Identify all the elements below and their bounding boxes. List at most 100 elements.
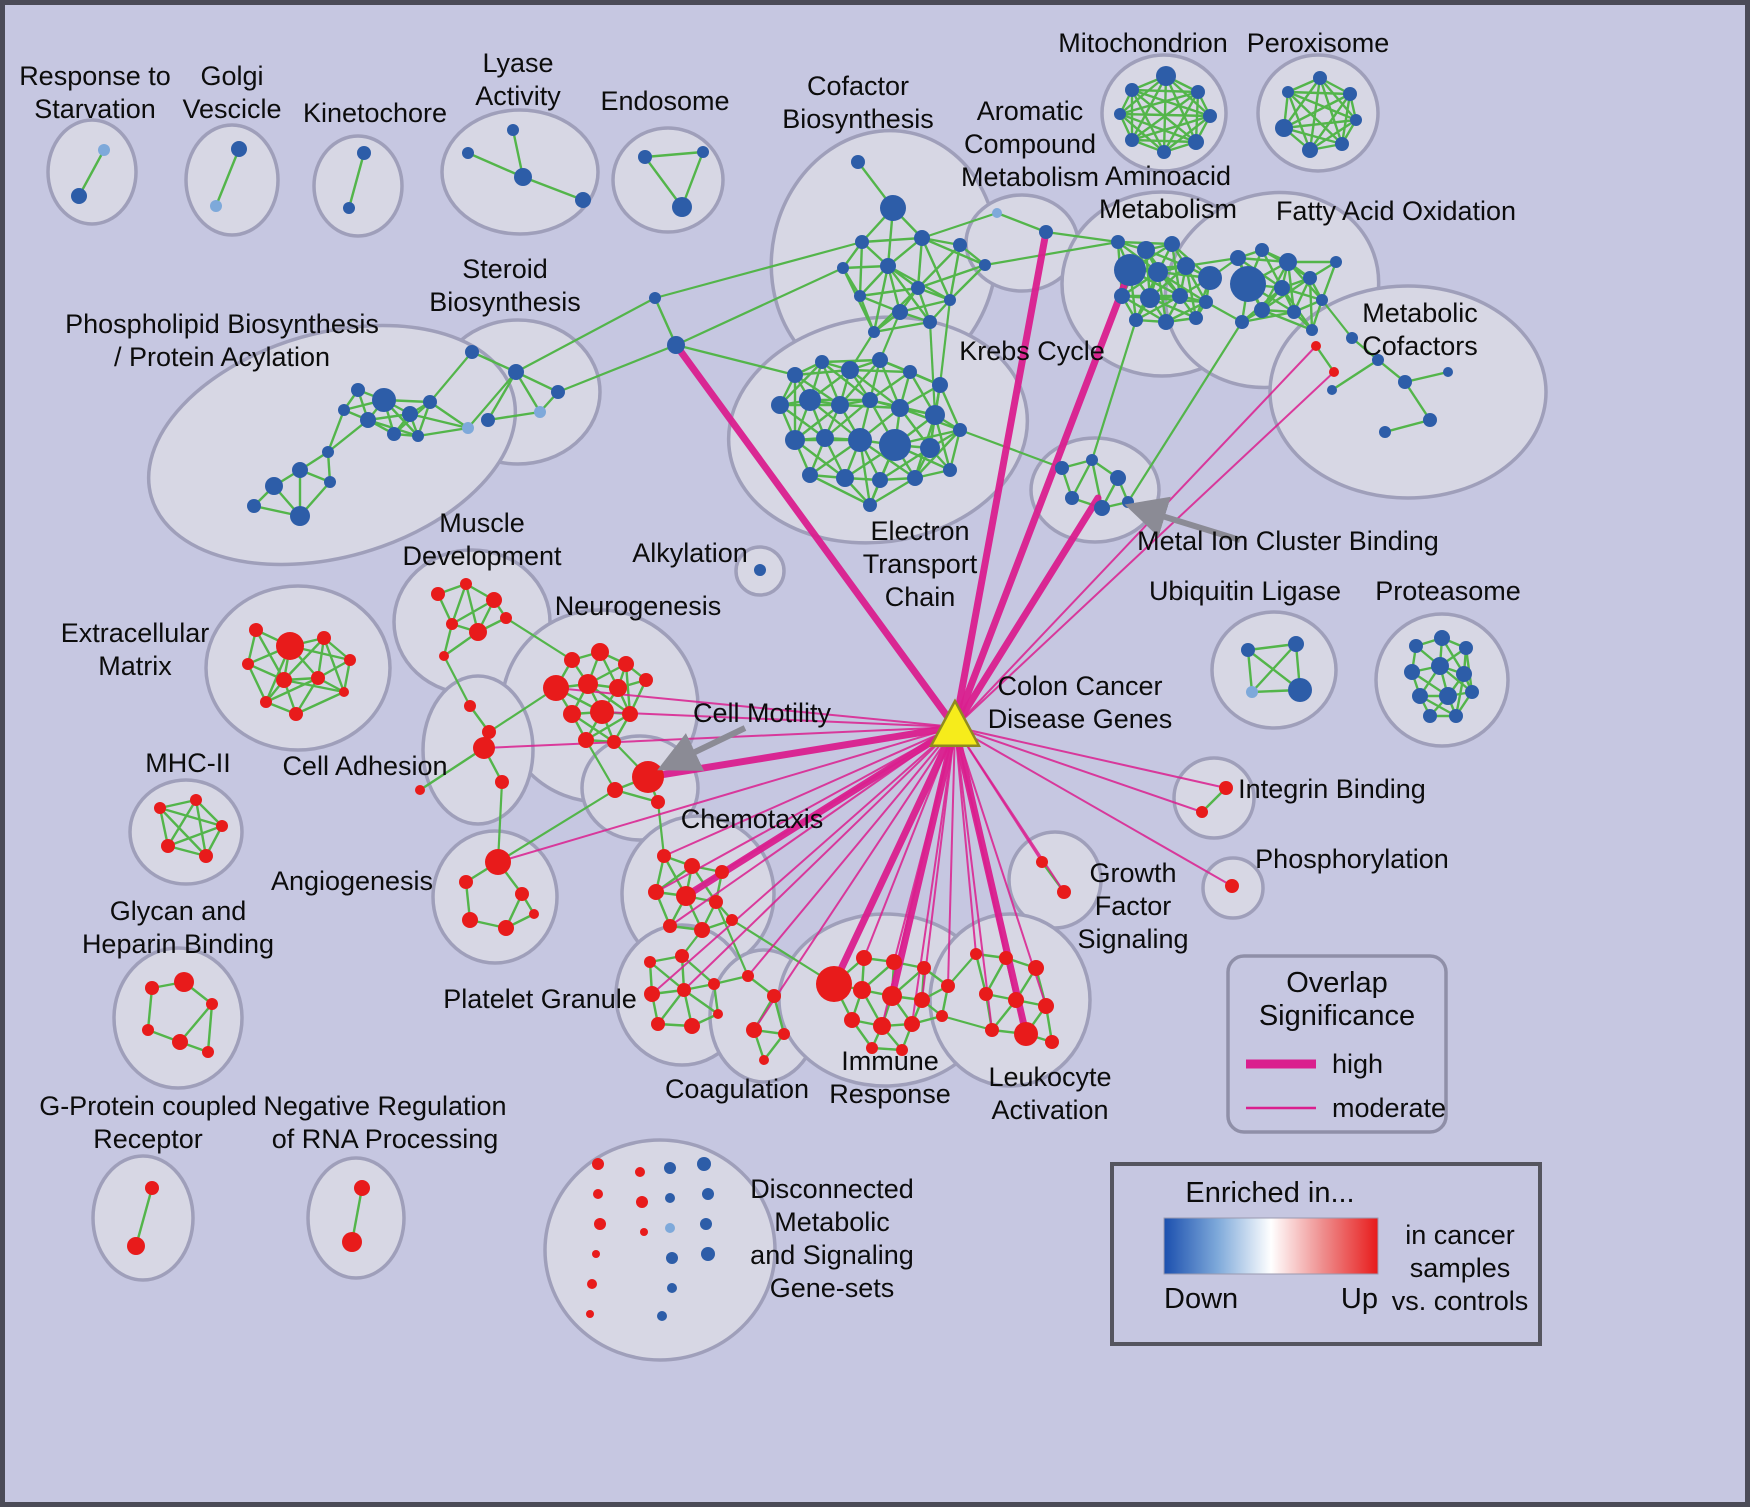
metabolic-cofactors-node	[1327, 385, 1337, 395]
immune-response-node	[882, 986, 902, 1006]
leukocyte-activation-node	[1028, 960, 1044, 976]
cofactor-biosynthesis-edge	[948, 244, 962, 301]
lyase-activity-node	[575, 192, 591, 208]
overlap-legend-box	[1226, 954, 1448, 1134]
g-protein-coupled-receptor-node	[127, 1237, 145, 1255]
phospholipid-protein-acylation-node	[292, 462, 308, 478]
aminoacid-metabolism-edge	[1135, 294, 1181, 322]
ubiquitin-ligase-node	[1288, 636, 1304, 652]
overlap-edge-moderate	[651, 726, 956, 995]
disconnected-gene-sets-ellipse	[543, 1138, 777, 1362]
golgi-vescicle-node	[231, 141, 247, 157]
electron-transport-chain-edge	[869, 371, 911, 401]
leukocyte-activation-node	[985, 1023, 999, 1037]
endosome-edge	[644, 156, 683, 208]
overlap-edge-moderate	[601, 711, 956, 728]
disconnected-gene-sets-node	[701, 1247, 715, 1261]
chemotaxis-node	[709, 895, 723, 909]
immune-response-node	[866, 1042, 878, 1054]
electron-transport-chain-node	[863, 498, 877, 512]
peroxisome-node	[1343, 87, 1357, 101]
kinetochore-node	[343, 202, 355, 214]
mitochondrion-edge	[1119, 90, 1199, 116]
disconnected-gene-sets-node	[665, 1223, 675, 1233]
inter-cluster-edge	[497, 789, 616, 863]
inter-cluster-edge	[443, 655, 471, 707]
proteasome-label: Proteasome	[1375, 576, 1521, 606]
phospholipid-protein-acylation-node	[324, 476, 336, 488]
peroxisome-node	[1275, 119, 1293, 137]
neurogenesis-node	[591, 643, 609, 661]
inter-cluster-edge	[656, 801, 666, 857]
mhc-ii-edge	[194, 799, 208, 857]
g-protein-coupled-receptor-node	[145, 1181, 159, 1195]
disconnected-gene-sets-node	[640, 1228, 648, 1236]
disconnected-gene-sets-node	[666, 1252, 678, 1264]
angiogenesis-label: Angiogenesis	[271, 866, 433, 896]
annotation-arrow	[1124, 496, 1241, 543]
neurogenesis-edge	[624, 663, 632, 715]
leukocyte-activation-node	[1038, 998, 1054, 1014]
mitochondrion-edge	[1194, 91, 1200, 143]
metabolic-cofactors-ellipse	[1268, 284, 1548, 500]
integrin-binding-node	[1219, 781, 1233, 795]
mitochondrion-label: Mitochondrion	[1058, 28, 1228, 58]
inter-cluster-edge	[505, 617, 573, 661]
electron-transport-chain-edge	[779, 361, 823, 406]
mhc-ii-node	[190, 794, 202, 806]
ubiquitin-ligase-node	[1241, 643, 1255, 657]
neurogenesis-node	[578, 674, 598, 694]
phospholipid-protein-acylation-edge	[326, 409, 346, 453]
kinetochore-label: Kinetochore	[303, 98, 447, 128]
cell-motility-node	[651, 795, 665, 809]
overlap-edge-moderate	[954, 726, 1227, 789]
electron-transport-chain-node	[872, 352, 888, 368]
phospholipid-protein-acylation-ellipse	[146, 323, 518, 567]
cofactor-biosynthesis-node	[923, 315, 937, 329]
coagulation-node	[767, 989, 781, 1003]
electron-transport-chain-node	[932, 377, 948, 393]
coagulation-node	[759, 1055, 769, 1065]
overlap-edge-moderate	[954, 726, 993, 1031]
growth-factor-signaling-node	[1036, 856, 1048, 868]
disconnected-gene-sets-node	[636, 1196, 648, 1208]
immune-response-node	[917, 961, 931, 975]
integrin-binding-label: Integrin Binding	[1238, 774, 1426, 804]
electron-transport-chain-node	[862, 392, 878, 408]
response-to-starvation-edge	[77, 149, 106, 197]
chemotaxis-node	[663, 919, 677, 933]
peroxisome-node	[1282, 86, 1294, 98]
metal-ion-cluster-binding-node	[1122, 496, 1134, 508]
inter-cluster-edge	[1090, 319, 1138, 461]
angiogenesis-node	[459, 875, 473, 889]
platelet-granule-node	[644, 956, 656, 968]
fatty-acid-oxidation-node	[1254, 302, 1270, 318]
platelet-granule-node	[675, 949, 689, 963]
peroxisome-edge	[1283, 118, 1357, 130]
phosphorylation-node	[1225, 879, 1239, 893]
steroid-biosynthesis-node	[465, 345, 479, 359]
aromatic-compound-metabolism-node	[1039, 225, 1053, 239]
phospholipid-protein-acylation-edge	[327, 419, 369, 453]
overlap-edge-moderate	[947, 726, 956, 987]
neurogenesis-node	[609, 679, 627, 697]
cofactor-biosynthesis-node	[880, 195, 906, 221]
immune-response-node	[844, 1012, 860, 1028]
peroxisome-edge	[1283, 126, 1343, 146]
extracellular-matrix-node	[311, 671, 325, 685]
mitochondrion-edge	[1119, 112, 1211, 118]
mitochondrion-edge	[1131, 138, 1197, 144]
electron-transport-chain-node	[903, 365, 917, 379]
response-to-starvation-node	[98, 144, 110, 156]
fatty-acid-oxidation-node	[1330, 256, 1342, 268]
enrichment-legend-title: Enriched in...	[1185, 1177, 1354, 1209]
cofactor-biosynthesis-edge	[872, 265, 890, 333]
